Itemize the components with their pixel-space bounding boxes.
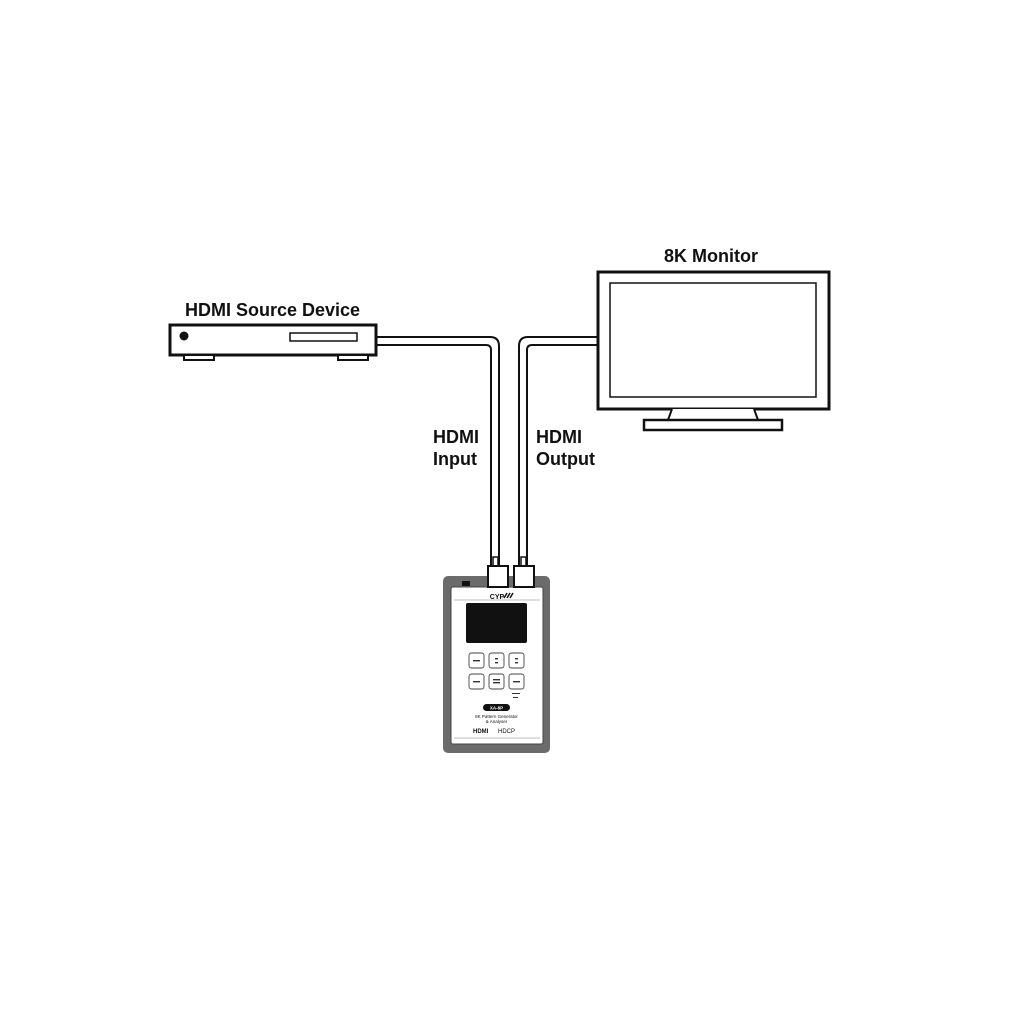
hdmi-output-cable [518, 336, 598, 565]
monitor-screen [609, 282, 817, 398]
description-line1: 8K Pattern Generator [475, 714, 518, 719]
brand-logo: CYP [490, 594, 505, 601]
source-device-label: HDMI Source Device [185, 300, 361, 320]
hdmi-output-label: HDMI Output [536, 426, 595, 470]
hdmi-logo: HDMI [473, 729, 489, 735]
device-foot-right [337, 354, 369, 361]
hdmi-output-line1: HDMI [536, 427, 582, 447]
plus-button[interactable] [508, 652, 525, 669]
hdmi-output-line2: Output [536, 449, 595, 469]
monitor-neck [666, 408, 760, 421]
brand-slash-icon [503, 592, 514, 599]
description-line2: & Analyser [486, 719, 508, 724]
model-badge [483, 704, 510, 711]
hdmi-input-line1: HDMI [433, 427, 479, 447]
up-button[interactable] [488, 652, 505, 669]
analyzer-display [466, 603, 527, 643]
hdmi-source-device [168, 323, 378, 361]
hdmi-in-connector [487, 556, 509, 588]
disc-slot [289, 332, 358, 342]
hdcp-logo: HDCP [498, 729, 515, 735]
hdmi-input-line2: Input [433, 449, 477, 469]
8k-monitor [596, 270, 831, 432]
down-button[interactable] [488, 673, 505, 690]
hdmi-input-cable [376, 336, 500, 565]
pattern-generator-analyzer: CYP XA-8P [443, 556, 550, 753]
hdmi-input-label: HDMI Input [433, 426, 479, 470]
hdmi-out-connector [513, 556, 535, 588]
device-foot-left [183, 354, 215, 361]
side-switch [462, 581, 470, 586]
model-label: XA-8P [490, 706, 503, 711]
power-led-icon [179, 331, 189, 341]
monitor-label: 8K Monitor [664, 246, 758, 266]
monitor-stand-base [642, 418, 784, 432]
